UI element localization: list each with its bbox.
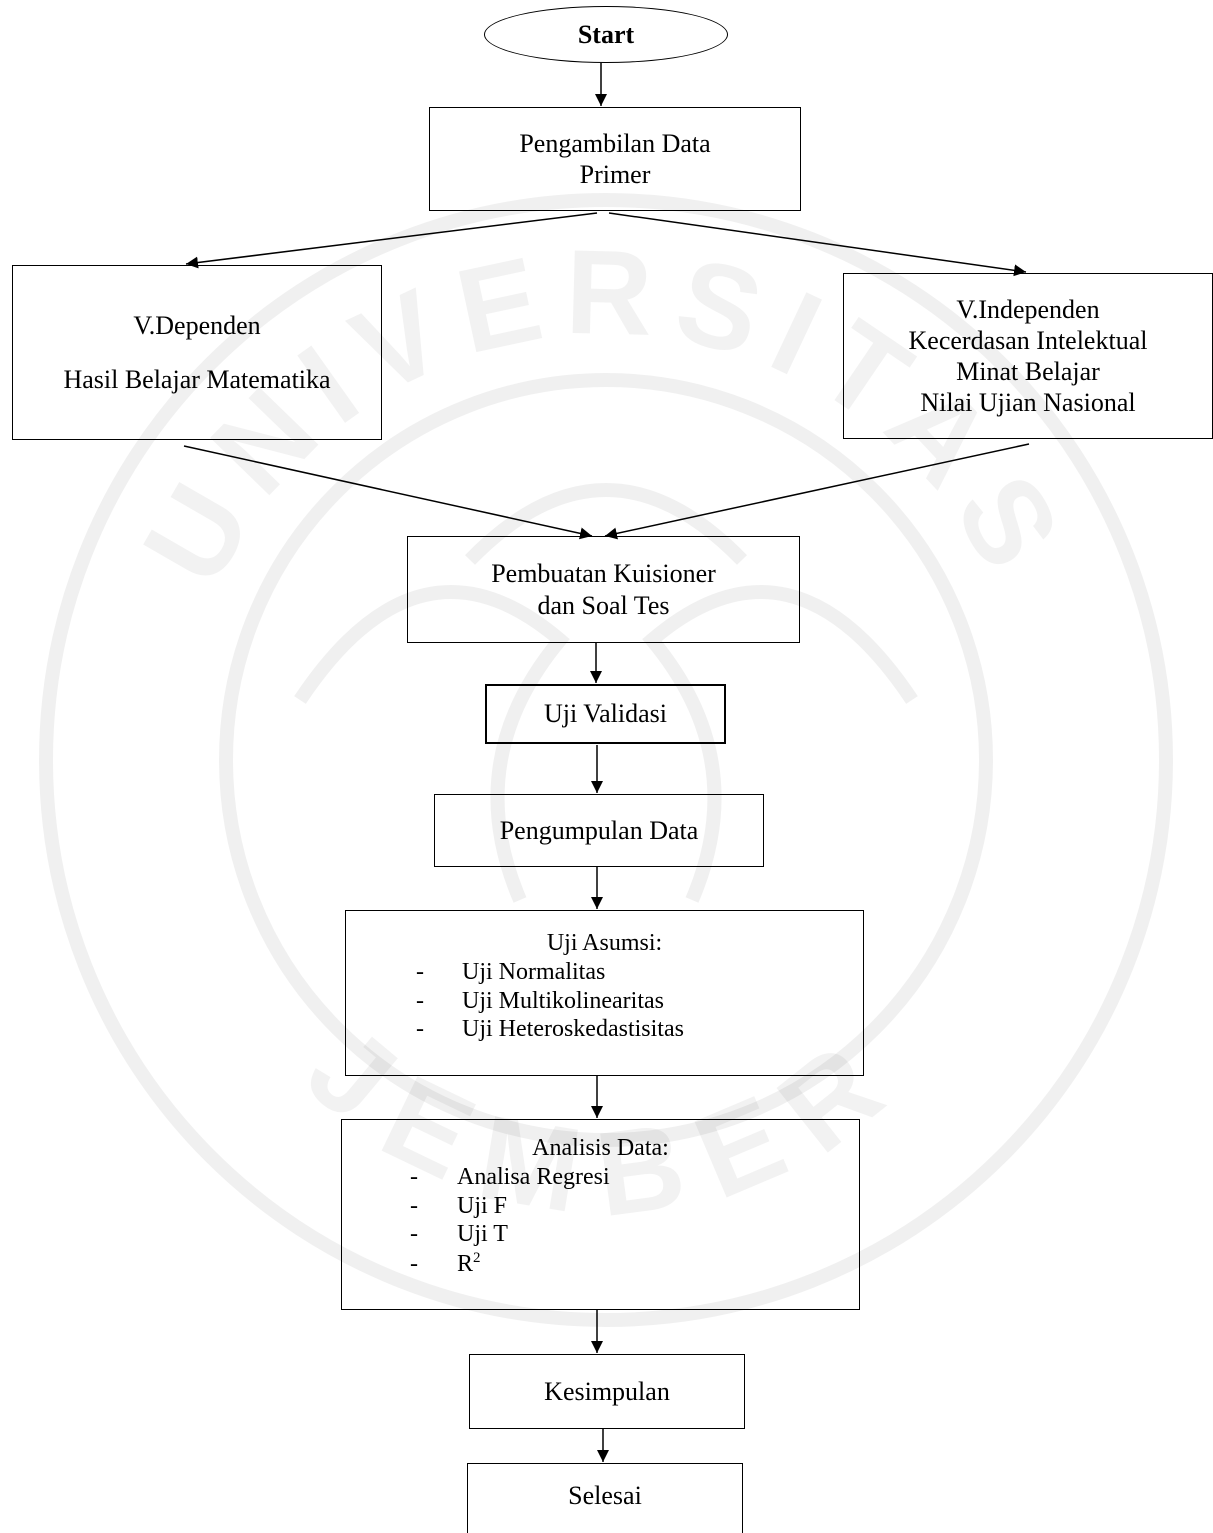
arrow-pengambilan-to-dependen (185, 212, 598, 269)
uji-asumsi-title: Uji Asumsi: (546, 930, 663, 956)
uji-normalitas: Uji Normalitas (462, 958, 606, 985)
uji-asumsi-box: Uji Asumsi: - Uji Normalitas - Uji Multi… (345, 910, 864, 1076)
independen-item-kecerdasan: Kecerdasan Intelektual (908, 325, 1148, 355)
bullet-dash: - (410, 1192, 418, 1219)
uji-multikolinearitas: Uji Multikolinearitas (462, 987, 664, 1014)
independen-title: V.Independen (956, 294, 1100, 324)
pengambilan-data-primer-box: Pengambilan Data Primer (429, 107, 801, 211)
r-superscript: 2 (473, 1250, 481, 1267)
bullet-dash: - (416, 1016, 424, 1043)
kesimpulan-label: Kesimpulan (544, 1376, 670, 1406)
arrow-pengambilan-to-independen (608, 212, 1027, 277)
independen-item-nilai: Nilai Ujian Nasional (920, 388, 1136, 418)
analisis-item: - Uji T (342, 1220, 859, 1249)
uji-f: Uji F (457, 1192, 508, 1219)
analisis-item: - Analisa Regresi (342, 1163, 859, 1192)
analisis-data-box: Analisis Data: - Analisa Regresi - Uji F… (341, 1119, 860, 1310)
pengumpulan-label: Pengumpulan Data (499, 815, 699, 845)
variabel-independen-box: V.Independen Kecerdasan Intelektual Mina… (843, 273, 1213, 439)
r-label: R (457, 1251, 474, 1278)
independen-item-minat: Minat Belajar (956, 357, 1100, 386)
analisis-title: Analisis Data: (532, 1135, 669, 1161)
variabel-dependen-box: V.Dependen Hasil Belajar Matematika (12, 265, 382, 440)
selesai-box: Selesai (467, 1463, 743, 1533)
uji-asumsi-item: - Uji Heteroskedastisitas (346, 1015, 863, 1044)
pengumpulan-data-box: Pengumpulan Data (434, 794, 764, 867)
bullet-dash: - (416, 958, 424, 985)
pengambilan-line-2: Primer (579, 160, 651, 189)
selesai-label: Selesai (568, 1481, 642, 1510)
pembuatan-line-1: Pembuatan Kuisioner (491, 559, 716, 589)
uji-t: Uji T (457, 1221, 508, 1248)
start-label: Start (577, 19, 635, 49)
bullet-dash: - (416, 987, 424, 1014)
uji-validasi-box: Uji Validasi (485, 684, 726, 744)
analisis-item: - R2 (342, 1249, 859, 1279)
pengambilan-line-1: Pengambilan Data (519, 128, 711, 158)
bullet-dash: - (410, 1221, 418, 1248)
arrow-independen-to-pembuatan (604, 443, 1030, 540)
dependen-title: V.Dependen (133, 311, 261, 341)
bullet-dash: - (410, 1251, 418, 1278)
r-squared: R2 (457, 1249, 481, 1279)
arrow-dependen-to-pembuatan (183, 445, 593, 540)
analisis-item: - Uji F (342, 1192, 859, 1221)
dependen-item: Hasil Belajar Matematika (63, 364, 331, 394)
uji-asumsi-item: - Uji Normalitas (346, 958, 863, 987)
analisa-regresi: Analisa Regresi (457, 1163, 610, 1190)
bullet-dash: - (410, 1163, 418, 1190)
start-node: Start (484, 6, 728, 63)
kesimpulan-box: Kesimpulan (469, 1354, 745, 1429)
uji-asumsi-item: - Uji Multikolinearitas (346, 987, 863, 1016)
pembuatan-line-2: dan Soal Tes (537, 590, 670, 620)
uji-validasi-label: Uji Validasi (543, 699, 668, 729)
uji-heteroskedastisitas: Uji Heteroskedastisitas (462, 1016, 684, 1043)
pembuatan-kuisioner-box: Pembuatan Kuisioner dan Soal Tes (407, 536, 800, 643)
